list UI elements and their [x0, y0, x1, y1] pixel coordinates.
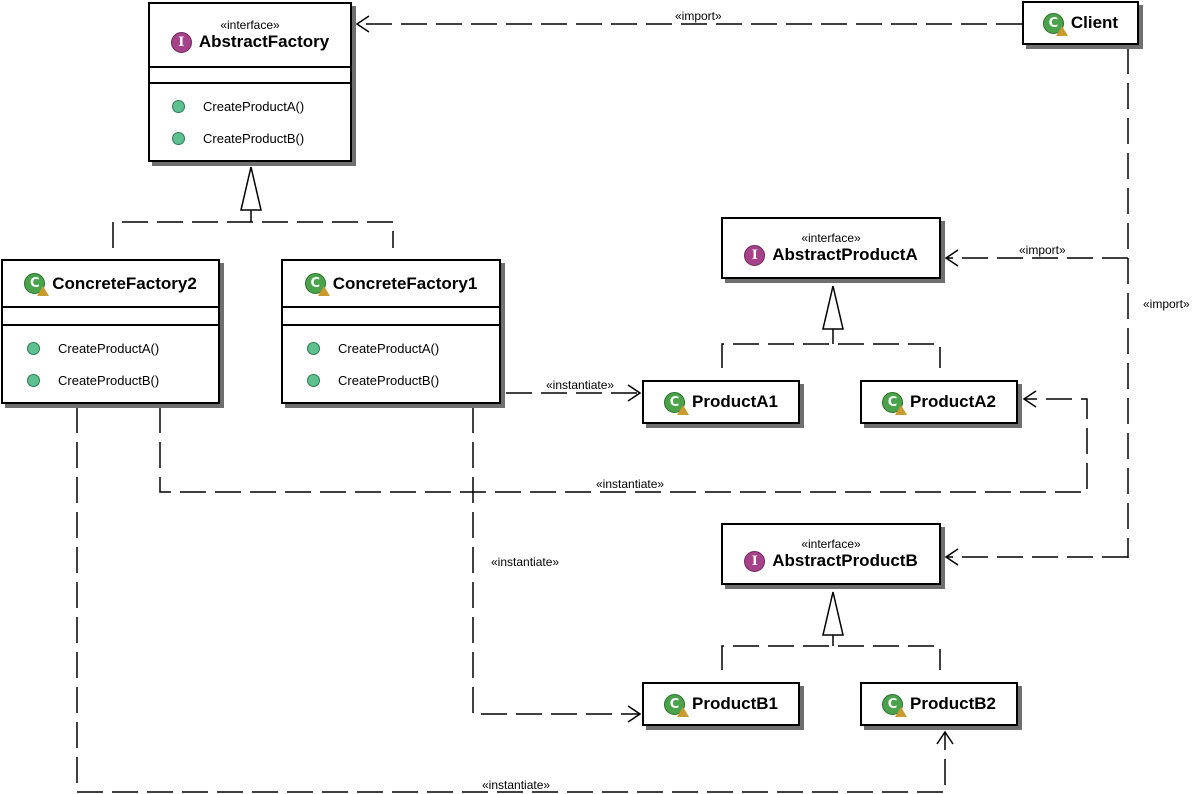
class-icon: [664, 693, 690, 717]
realization-factory-line: [112, 210, 394, 248]
class-name: ConcreteFactory2: [52, 273, 197, 293]
methods-compartment: CreateProductA() CreateProductB(): [150, 82, 350, 154]
instantiate-b2-label: «instantiate»: [482, 778, 551, 792]
class-header: ProductB1: [644, 684, 798, 724]
interface-icon: [170, 31, 192, 53]
product-a1-class[interactable]: ProductA1: [642, 380, 800, 424]
product-a2-class[interactable]: ProductA2: [860, 380, 1018, 424]
concrete-factory1-class[interactable]: ConcreteFactory1 CreateProductA() Create…: [281, 259, 501, 404]
method-item[interactable]: CreateProductB(): [27, 364, 218, 396]
product-b2-class[interactable]: ProductB2: [860, 682, 1018, 726]
methods-compartment: CreateProductA() CreateProductB(): [283, 324, 499, 396]
method-name: CreateProductA(): [338, 340, 440, 356]
public-method-icon: [307, 373, 320, 387]
class-icon: [882, 693, 908, 717]
class-name: ProductB2: [910, 694, 996, 713]
attributes-compartment: [3, 306, 218, 324]
import-factory-label: «import»: [675, 9, 722, 23]
stereotype-label: «interface»: [801, 230, 861, 245]
stereotype-label: «interface»: [801, 536, 861, 551]
instantiate-b1-arrowhead: [627, 705, 642, 723]
class-icon: [882, 391, 908, 415]
class-header: ProductA2: [862, 382, 1016, 422]
abstract-product-b-class[interactable]: «interface» AbstractProductB: [721, 523, 941, 585]
import-product-b-arrowhead: [944, 548, 959, 566]
instantiate-b2-arrowhead: [936, 730, 954, 745]
stereotype-label: «interface»: [220, 17, 280, 32]
class-name: Client: [1070, 13, 1119, 32]
warning-icon: [895, 706, 908, 717]
instantiate-a1-label: «instantiate»: [546, 378, 615, 392]
class-header: ProductA1: [644, 382, 798, 422]
warning-icon: [895, 404, 908, 415]
realization-factory-arrowhead: [240, 166, 262, 211]
warning-icon: [37, 286, 50, 296]
import-factory-arrowhead: [355, 15, 370, 33]
public-method-icon: [172, 99, 185, 113]
public-method-icon: [307, 341, 320, 355]
public-method-icon: [172, 131, 185, 145]
class-name: ProductB1: [692, 694, 778, 713]
method-name: CreateProductA(): [203, 98, 305, 114]
import-product-a-label: «import»: [1019, 243, 1066, 257]
class-icon: [664, 391, 690, 415]
instantiate-b2-line: [76, 407, 946, 793]
class-name: ConcreteFactory1: [332, 273, 478, 293]
public-method-icon: [27, 373, 40, 387]
warning-icon: [1055, 25, 1068, 36]
import-product-b-label: «import»: [1143, 297, 1190, 311]
public-method-icon: [27, 341, 40, 355]
abstract-product-a-class[interactable]: «interface» AbstractProductA: [721, 217, 941, 279]
instantiate-a2-arrowhead: [1022, 390, 1037, 408]
class-header: «interface» AbstractProductA: [723, 219, 939, 277]
class-icon: [24, 273, 50, 296]
realization-product-a-arrowhead: [822, 285, 844, 330]
class-icon: [1042, 12, 1068, 36]
warning-icon: [317, 286, 330, 296]
class-name: ProductA1: [692, 392, 778, 411]
instantiate-b1-label: «instantiate»: [491, 555, 560, 569]
class-name: ProductA2: [910, 392, 996, 411]
method-name: CreateProductB(): [203, 130, 305, 146]
method-item[interactable]: CreateProductA(): [307, 332, 499, 364]
warning-icon: [677, 706, 690, 717]
method-name: CreateProductA(): [58, 340, 160, 356]
product-b1-class[interactable]: ProductB1: [642, 682, 800, 726]
class-header: ConcreteFactory2: [3, 261, 218, 306]
methods-compartment: CreateProductA() CreateProductB(): [3, 324, 218, 396]
class-name: AbstractProductB: [772, 551, 918, 570]
class-icon: [304, 273, 330, 296]
instantiate-a1-arrowhead: [627, 384, 642, 402]
warning-icon: [677, 404, 690, 415]
class-name: AbstractFactory: [198, 32, 330, 51]
class-header: «interface» AbstractFactory: [150, 4, 350, 66]
concrete-factory2-class[interactable]: ConcreteFactory2 CreateProductA() Create…: [1, 259, 220, 404]
realization-product-a-line: [721, 329, 941, 368]
class-name: AbstractProductA: [772, 245, 918, 264]
method-name: CreateProductB(): [58, 372, 160, 388]
realization-product-b-line: [721, 635, 941, 670]
attributes-compartment: [150, 66, 350, 82]
class-header: Client: [1024, 3, 1137, 43]
method-item[interactable]: CreateProductA(): [27, 332, 218, 364]
interface-icon: [744, 244, 766, 266]
instantiate-a2-line: [159, 398, 1088, 493]
method-item[interactable]: CreateProductA(): [172, 90, 350, 122]
realization-product-b-arrowhead: [822, 591, 844, 636]
interface-icon: [744, 550, 766, 572]
method-name: CreateProductB(): [338, 372, 440, 388]
method-item[interactable]: CreateProductB(): [307, 364, 499, 396]
abstract-factory-class[interactable]: «interface» AbstractFactory CreateProduc…: [148, 2, 352, 162]
method-item[interactable]: CreateProductB(): [172, 122, 350, 154]
client-class[interactable]: Client: [1022, 1, 1139, 45]
instantiate-a2-label: «instantiate»: [596, 477, 665, 491]
import-product-a-arrowhead: [944, 249, 959, 267]
class-header: ConcreteFactory1: [283, 261, 499, 306]
class-header: ProductB2: [862, 684, 1016, 724]
class-header: «interface» AbstractProductB: [723, 525, 939, 583]
attributes-compartment: [283, 306, 499, 324]
